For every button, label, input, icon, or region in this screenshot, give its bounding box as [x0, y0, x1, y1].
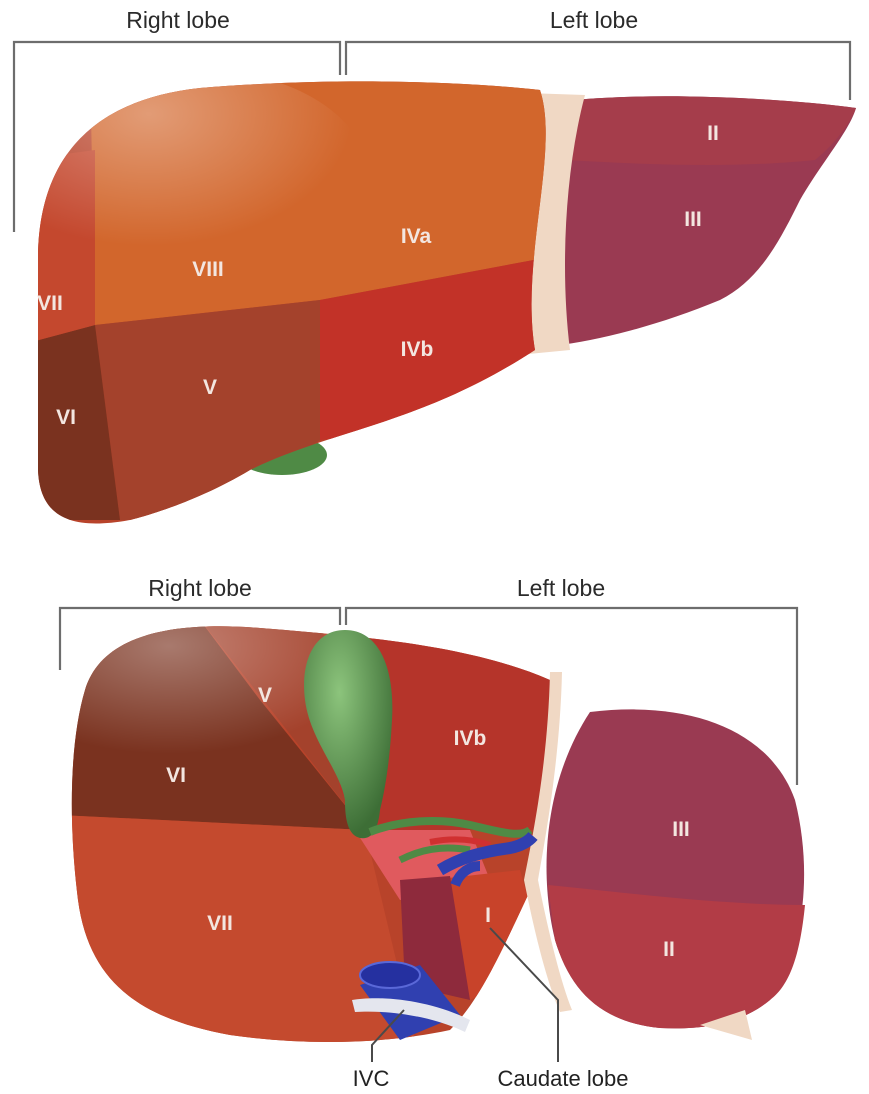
bottom-segment-ivb-label: IVb	[454, 727, 487, 750]
top-segment-vi-label: VI	[56, 406, 76, 429]
top-segment-ivb-label: IVb	[401, 338, 434, 361]
bottom-right-lobe-header: Right lobe	[148, 575, 252, 601]
ivc-label: IVC	[353, 1066, 390, 1091]
segment-v-region-top	[95, 300, 320, 520]
bottom-segment-v-label: V	[258, 684, 272, 707]
top-right-lobe-header: Right lobe	[126, 7, 230, 33]
segment-vii-region-bottom	[60, 815, 420, 1060]
bottom-segment-iii-label: III	[672, 818, 690, 841]
top-segment-ii-label: II	[707, 122, 719, 145]
segment-ii-region-bottom	[548, 885, 805, 1028]
bottom-view: V IVb VI III VII I II Right lobe Left lo…	[50, 575, 805, 1091]
bottom-segment-ii-label: II	[663, 938, 675, 961]
caudate-lobe-label: Caudate lobe	[498, 1066, 629, 1091]
bottom-left-lobe-header: Left lobe	[517, 575, 605, 601]
bottom-segment-vi-label: VI	[166, 764, 186, 787]
top-left-lobe-header: Left lobe	[550, 7, 638, 33]
bottom-segment-vii-label: VII	[207, 912, 233, 935]
top-segment-iva-label: IVa	[401, 225, 432, 248]
top-segment-v-label: V	[203, 376, 217, 399]
top-view: II III IVa VIII VII IVb V VI Right lobe …	[14, 7, 856, 523]
top-segment-vii-label: VII	[37, 292, 63, 315]
bottom-segment-i-label: I	[485, 904, 491, 927]
top-segment-viii-label: VIII	[192, 258, 224, 281]
top-segment-iii-label: III	[684, 208, 702, 231]
